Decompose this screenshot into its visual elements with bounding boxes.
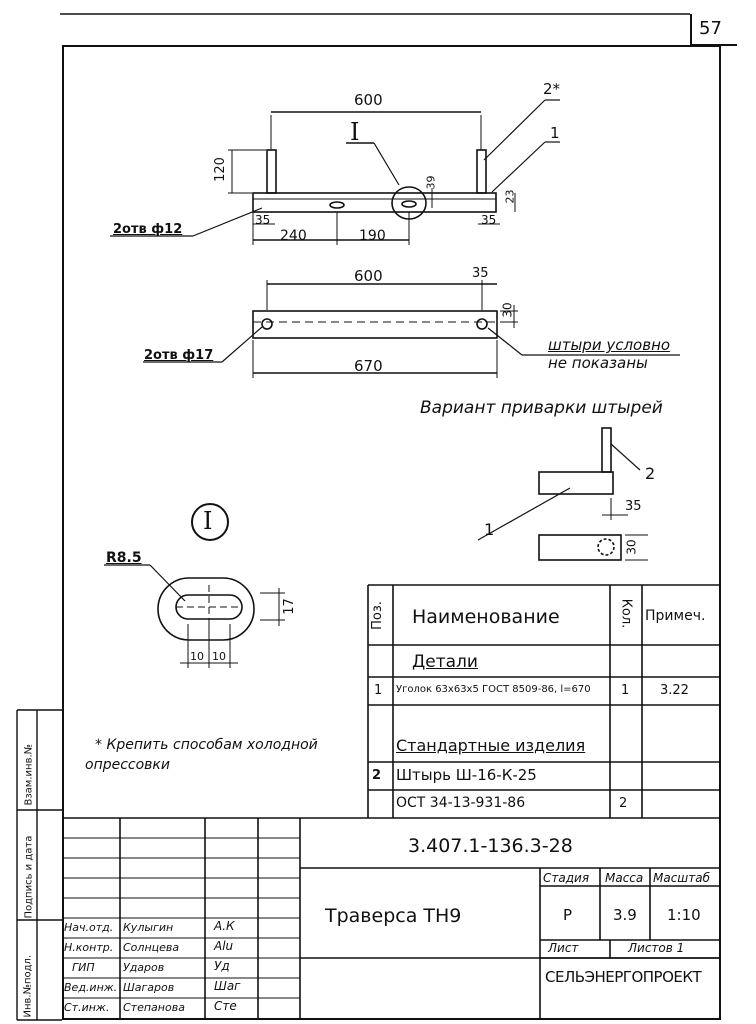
- dim-35-left: 35: [255, 213, 271, 227]
- spec-row1-pos: 1: [374, 683, 383, 698]
- spec-row2b-name: ОСТ 34-13-931-86: [396, 795, 526, 811]
- person-3-name: Ударов: [123, 961, 165, 974]
- person-4-name: Шагаров: [123, 981, 175, 994]
- sheet-number: 57: [699, 18, 722, 39]
- side-stamp-replace: Взам.инв.№: [23, 743, 35, 806]
- mass-value: 3.9: [613, 906, 637, 924]
- spec-row1-note: 3.22: [660, 683, 689, 698]
- callout-1-top: 1: [550, 124, 560, 142]
- spec-row1-name: Уголок 63x63x5 ГОСТ 8509-86, l=670: [396, 684, 591, 695]
- person-1-name: Кулыгин: [123, 921, 174, 934]
- dim-240: 240: [280, 228, 307, 244]
- spec-row1-qty: 1: [621, 683, 630, 698]
- hole-label-f17: 2отв ф17: [144, 348, 214, 363]
- person-1-sign: А.К: [214, 919, 235, 933]
- person-2-name: Солнцева: [123, 941, 180, 954]
- note-line1: * Крепить способам холодной: [95, 737, 318, 753]
- person-4-role: Вед.инж.: [64, 981, 118, 994]
- variant-callout-1: 1: [484, 520, 495, 539]
- callout-detail-I: I: [350, 118, 360, 146]
- sheets-label: Листов 1: [628, 941, 685, 955]
- callout-2-star: 2*: [543, 80, 561, 98]
- detail-radius: R8.5: [106, 550, 142, 566]
- note-studs-line1: штыри условно: [548, 336, 671, 354]
- person-5-name: Степанова: [123, 1001, 185, 1014]
- spec-header-qty: Кол.: [618, 598, 634, 629]
- note-studs-line2: не показаны: [548, 354, 648, 372]
- person-2-sign: Alu: [214, 939, 234, 953]
- spec-row2-pos: 2: [372, 768, 382, 783]
- dim-39: 39: [424, 175, 438, 190]
- person-3-role: ГИП: [72, 961, 95, 974]
- variant-dim-30: 30: [624, 539, 639, 555]
- dim-35-plan: 35: [472, 266, 489, 281]
- sheet-number-box: [690, 14, 737, 46]
- stage-label: Стадия: [543, 871, 590, 885]
- variant-callout-2: 2: [645, 464, 656, 483]
- dim-35-right: 35: [481, 213, 497, 227]
- dim-670: 670: [354, 357, 383, 375]
- person-1-role: Нач.отд.: [64, 921, 114, 934]
- detail-dim-10b: 10: [212, 650, 226, 663]
- variant-title: Вариант приварки штырей: [420, 398, 663, 418]
- person-2-role: Н.контр.: [64, 941, 114, 954]
- dim-600-plan: 600: [354, 267, 383, 285]
- person-4-sign: Шаг: [214, 979, 241, 993]
- person-3-sign: Уд: [214, 959, 230, 973]
- dim-120: 120: [212, 157, 228, 182]
- detail-dim-10a: 10: [190, 650, 204, 663]
- note-line2: опрессовки: [85, 757, 170, 773]
- person-5-role: Ст.инж.: [64, 1001, 110, 1014]
- scale-label: Масштаб: [653, 871, 711, 885]
- detail-dim-17: 17: [281, 598, 297, 615]
- spec-header-pos: Поз.: [369, 601, 385, 630]
- person-5-sign: Сте: [214, 999, 237, 1013]
- doc-code: 3.407.1-136.3-28: [408, 835, 573, 857]
- org-name: СЕЛЬЭНЕРГОПРОЕКТ: [545, 968, 702, 986]
- dim-190: 190: [359, 228, 386, 244]
- sheet-label: Лист: [548, 941, 579, 955]
- spec-row2b-qty: 2: [619, 796, 628, 811]
- spec-header-name: Наименование: [412, 606, 560, 628]
- spec-section-details: Детали: [412, 652, 478, 672]
- scale-value: 1:10: [667, 906, 701, 924]
- dim-600-top: 600: [354, 91, 383, 109]
- dim-23: 23: [503, 189, 517, 204]
- side-stamp-inv: Инв.№подл.: [22, 954, 34, 1018]
- spec-section-standard: Стандартные изделия: [396, 736, 586, 755]
- spec-header-note: Примеч.: [645, 608, 706, 624]
- spec-row2-name: Штырь Ш-16-К-25: [396, 766, 537, 784]
- drawing-title: Траверса ТН9: [325, 905, 462, 927]
- variant-dim-35: 35: [625, 499, 642, 514]
- side-stamp-sign: Подпись и дата: [23, 835, 35, 919]
- hole-label-f12: 2отв ф12: [113, 222, 183, 237]
- dim-30-plan: 30: [500, 302, 515, 318]
- detail-label-I: I: [203, 507, 213, 535]
- stage-value: Р: [563, 906, 573, 924]
- mass-label: Масса: [605, 871, 644, 885]
